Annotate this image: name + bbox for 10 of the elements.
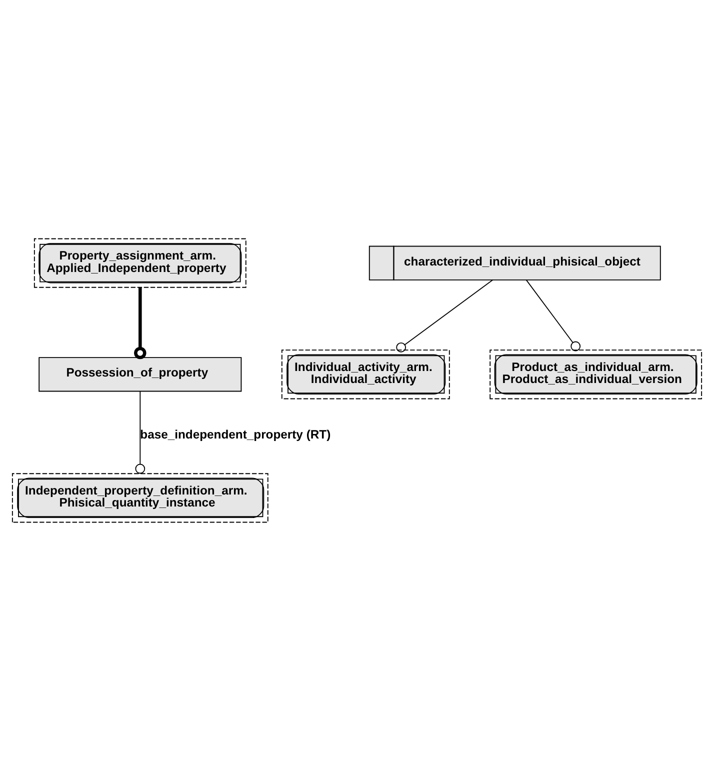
connector: [526, 279, 581, 352]
node-box: Possession_of_property: [38, 357, 242, 392]
node-box: Independent_property_definition_arm. Phisical_quantity_instance: [12, 473, 268, 523]
edge-label: base_independent_property (RT): [140, 427, 331, 442]
connector: [134, 288, 146, 360]
node-box: Individual_activity_arm. Individual_activity: [281, 350, 450, 400]
connector: [135, 391, 146, 474]
node-box: Product_as_individual_arm. Product_as_individual_version: [490, 350, 702, 400]
node-box: Property_assignment_arm. Applied_Independent_property: [34, 238, 246, 288]
connector: [396, 279, 494, 352]
